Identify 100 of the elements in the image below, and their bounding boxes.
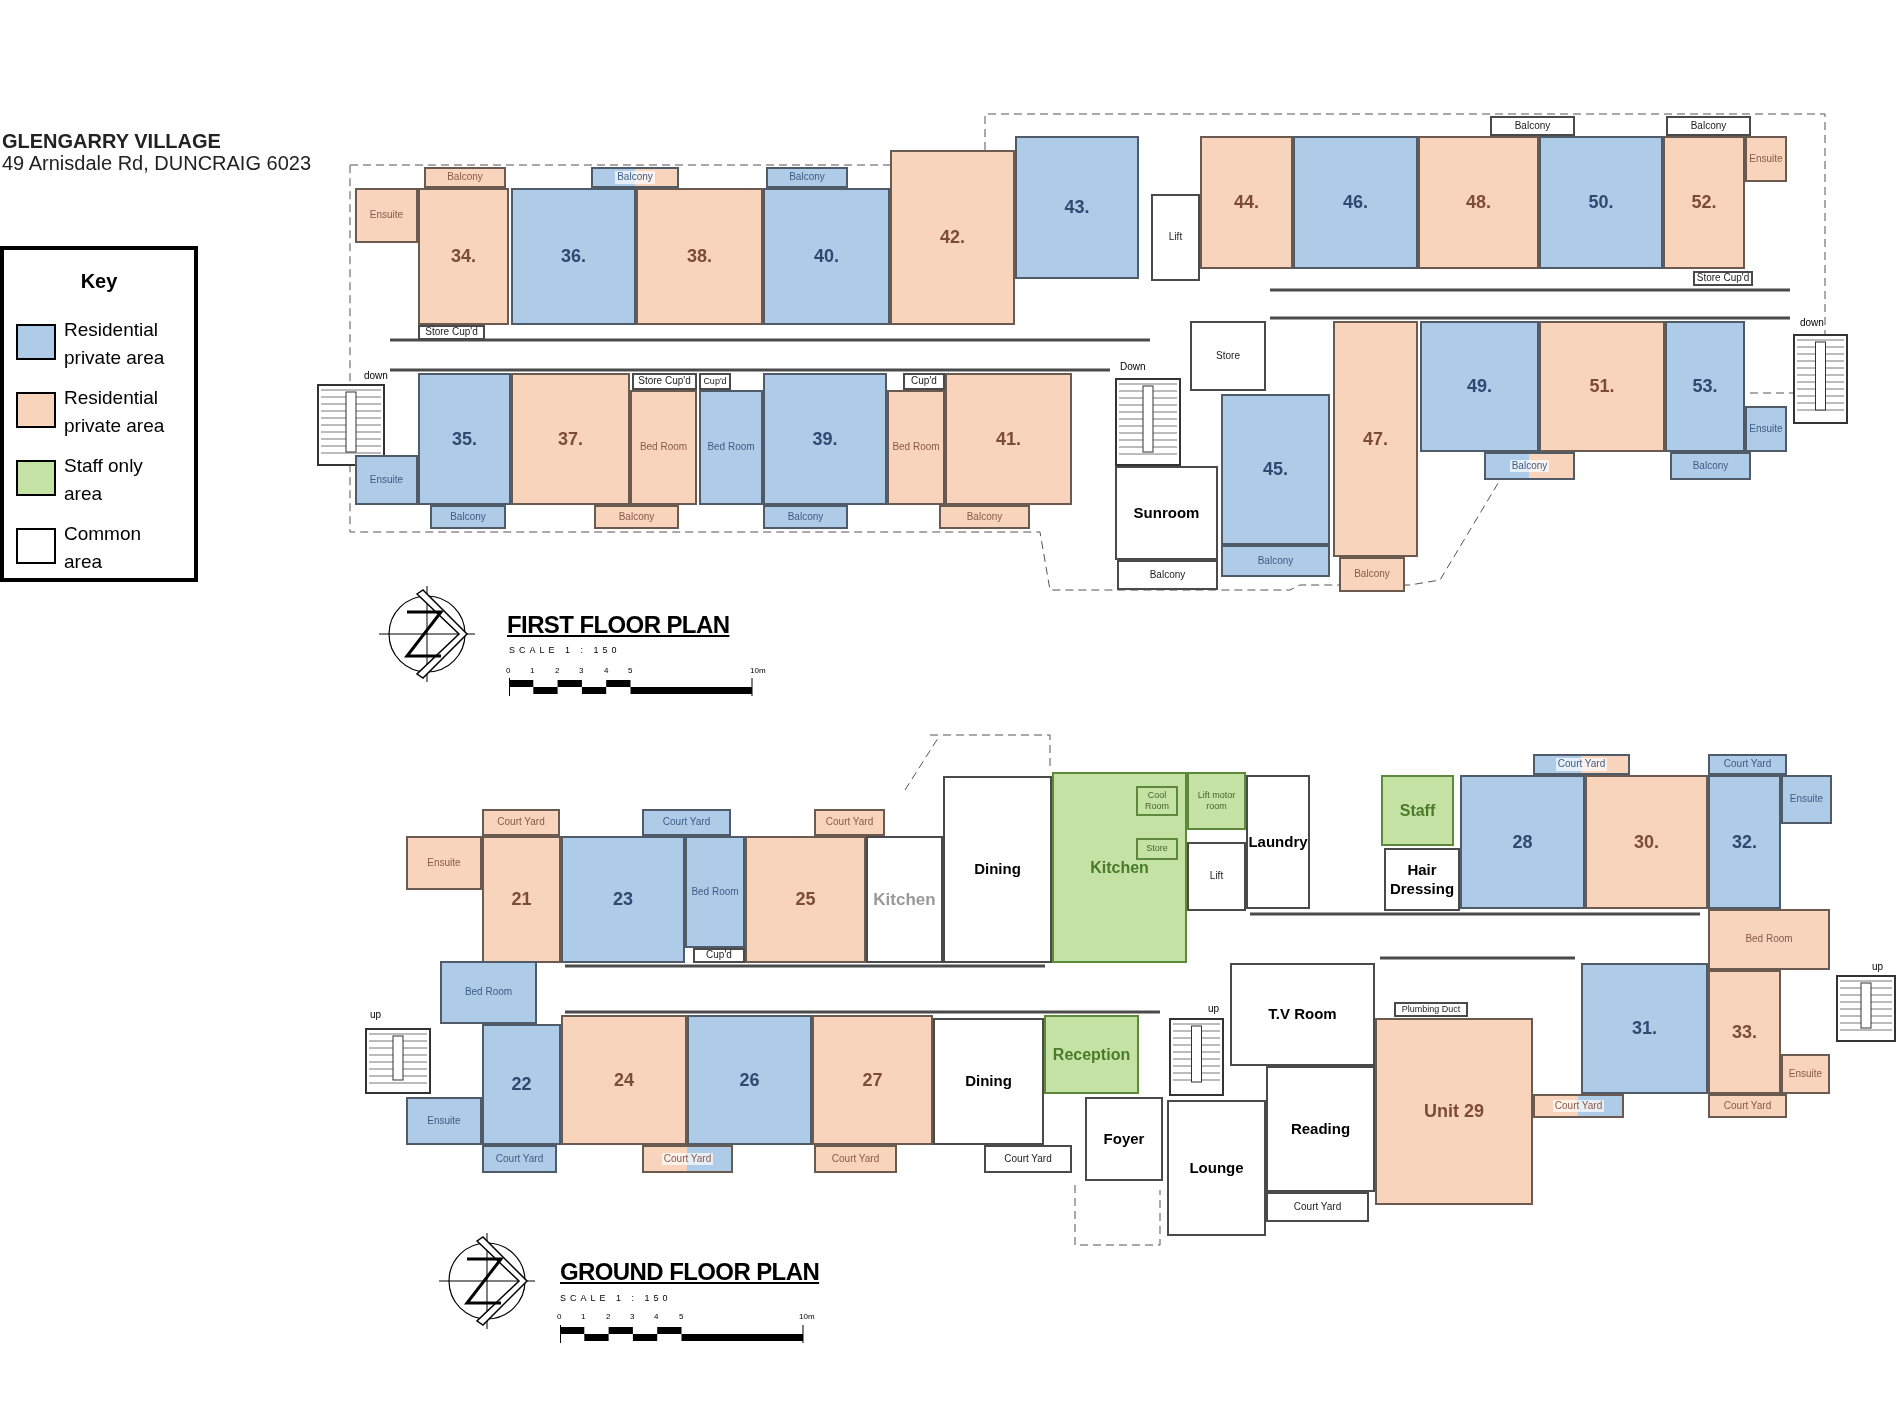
unit-room: [1663, 136, 1745, 269]
plan-title: GROUND FLOOR PLAN: [560, 1260, 820, 1284]
room-label: Court Yard: [1552, 1099, 1605, 1113]
unit-room: [1333, 321, 1418, 557]
room-label: Court Yard: [1293, 1200, 1342, 1214]
stair-direction-text: up: [370, 1010, 382, 1020]
room-label: Ensuite: [1749, 422, 1783, 436]
room-label: 43.: [1064, 196, 1090, 219]
room-label: Balcony: [787, 510, 824, 524]
courtyard-area: [642, 809, 731, 836]
room-label: Hair Dressing: [1388, 860, 1456, 899]
room-label: Store Cup'd: [1696, 272, 1750, 285]
unit-room: [418, 188, 509, 325]
room-label: 25: [795, 888, 816, 911]
unit-room: [561, 836, 685, 963]
ensuite-room: [1745, 406, 1787, 452]
room-label: 48.: [1466, 191, 1491, 214]
ensuite-room: [355, 188, 418, 243]
room-label: Court Yard: [661, 1152, 714, 1166]
unit-room: [418, 373, 511, 505]
scale-tick-label: 4: [604, 667, 609, 675]
unit-room: [1015, 136, 1139, 279]
room-label: Balcony: [1257, 554, 1294, 568]
room-label: Bed Room: [639, 441, 688, 454]
room-label: Store Cup'd: [638, 375, 691, 388]
courtyard-area: [984, 1145, 1072, 1173]
unit-room: [1418, 136, 1539, 269]
balcony-area: [591, 167, 679, 188]
room-label: Balcony: [618, 510, 655, 524]
room-label: Cup'd: [703, 375, 727, 388]
tv-room: [1230, 963, 1375, 1066]
ensuite-room: [1781, 775, 1832, 824]
scale-tick-label: 5: [628, 667, 633, 675]
kitchen-room: [866, 836, 943, 963]
balcony-area: [763, 505, 848, 529]
room-label: Ensuite: [427, 856, 461, 870]
stair-direction-text: up: [1208, 1004, 1220, 1014]
unit-room: [1581, 963, 1708, 1094]
courtyard-area: [814, 1145, 897, 1173]
ensuite-room: [406, 836, 482, 890]
room-label: 52.: [1691, 191, 1717, 214]
dining-room: [943, 776, 1052, 963]
unit-room: [1221, 394, 1330, 545]
unit-room: [1665, 321, 1745, 452]
balcony-area: [1666, 116, 1751, 136]
cupboard: [903, 373, 945, 390]
room-label: 50.: [1588, 191, 1614, 214]
room-label: 44.: [1234, 191, 1259, 214]
unit-room: [687, 1015, 812, 1145]
room-label: Lift: [1209, 870, 1224, 883]
room-label: Bed Room: [1745, 933, 1793, 946]
unit-room: [763, 373, 887, 505]
room-label: Plumbing Duct: [1401, 1003, 1461, 1016]
room-label: Bed Room: [691, 885, 739, 899]
room-label: Court Yard: [1723, 1099, 1772, 1113]
plan-title: FIRST FLOOR PLAN: [507, 613, 730, 637]
scale-tick-label: 1: [530, 667, 535, 675]
courtyard-area: [1708, 1094, 1787, 1118]
room-label: 35.: [452, 427, 477, 451]
balcony-area: [766, 167, 848, 188]
room-label: Cool Room: [1144, 789, 1170, 813]
balcony-area: [594, 505, 679, 529]
room-label: Bed Room: [892, 441, 940, 454]
balcony-area: [1339, 557, 1405, 592]
room-label: 49.: [1467, 375, 1492, 398]
unit-room: [561, 1015, 687, 1145]
room-label: Court Yard: [497, 816, 545, 829]
unit-room: [1420, 321, 1539, 452]
room-label: Court Yard: [1723, 758, 1772, 771]
bedroom-area: [685, 836, 745, 948]
legend-text: Common area: [64, 522, 143, 574]
legend-text: Residential private area: [64, 318, 166, 370]
room-label: Reading: [1290, 1119, 1351, 1139]
room-label: Balcony: [966, 510, 1003, 524]
plumbing-duct: [1394, 1002, 1468, 1017]
room-label: Store: [1216, 349, 1240, 363]
stair-direction-text: down: [364, 371, 388, 381]
store-room: [1136, 838, 1178, 860]
room-label: Balcony: [450, 510, 486, 524]
bedroom-area: [630, 390, 697, 505]
unit-room: [1293, 136, 1418, 269]
room-label: Balcony: [1514, 119, 1551, 133]
courtyard-area: [1266, 1192, 1369, 1222]
sunroom: [1115, 466, 1218, 560]
ensuite-room: [406, 1097, 482, 1145]
scale-tick-label: 4: [654, 1313, 659, 1321]
scale-tick-label: 0: [506, 667, 511, 675]
balcony-area: [1484, 452, 1575, 480]
dining-room: [933, 1018, 1044, 1145]
unit-room: [511, 188, 636, 325]
staff-room: [1381, 775, 1454, 846]
room-label: Lift motor room: [1196, 789, 1237, 813]
room-label: Ensuite: [1789, 793, 1824, 806]
room-label: Kitchen: [1090, 857, 1149, 878]
scale-tick-label: 3: [579, 667, 584, 675]
room-label: 45.: [1263, 458, 1288, 481]
unit-room: [890, 150, 1015, 325]
room-label: Ensuite: [1788, 1067, 1823, 1081]
courtyard-area: [642, 1145, 733, 1173]
stair-direction-text: down: [1800, 318, 1824, 328]
